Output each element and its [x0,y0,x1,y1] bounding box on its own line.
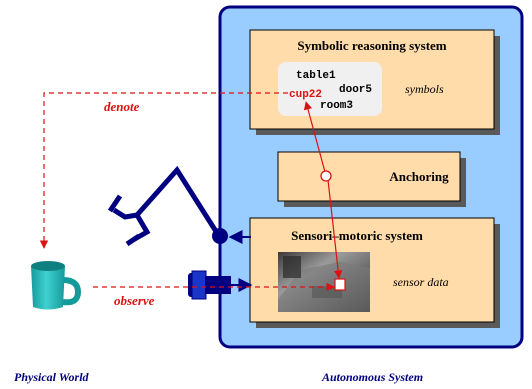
cup-icon [31,261,82,310]
anchoring-box: Anchoring [277,151,466,207]
anchor-node [320,170,332,182]
anchor-to-symbol-arrow [303,101,326,173]
symbolic-title: Symbolic reasoning system [297,38,446,53]
sensor-caption: sensor data [393,275,449,289]
symbol-cup22: cup22 [289,89,322,101]
denote-arrow [39,92,288,249]
physical-world-label: Physical World [14,370,90,384]
camera-icon [188,270,231,300]
autonomous-system-label: Autonomous System [321,370,423,384]
observe-label: observe [114,293,155,308]
robot-joint-icon [212,228,228,244]
sensori-motoric-box: Sensori–motoric system sensor data [249,217,500,328]
symbol-room3: room3 [320,100,353,112]
cup-detection-box [334,278,346,291]
symbol-table1: table1 [296,70,336,82]
symbols-caption: symbols [405,82,444,96]
robot-arm-icon [107,165,220,247]
symbolic-reasoning-box: Symbolic reasoning system table1 door5 c… [249,29,500,135]
anchoring-title: Anchoring [389,169,449,184]
sensori-title: Sensori–motoric system [291,228,423,243]
symbol-door5: door5 [339,84,372,96]
anchor-to-sensor-arrow [327,179,343,279]
sensor-image [278,252,370,312]
denote-label: denote [104,99,140,114]
